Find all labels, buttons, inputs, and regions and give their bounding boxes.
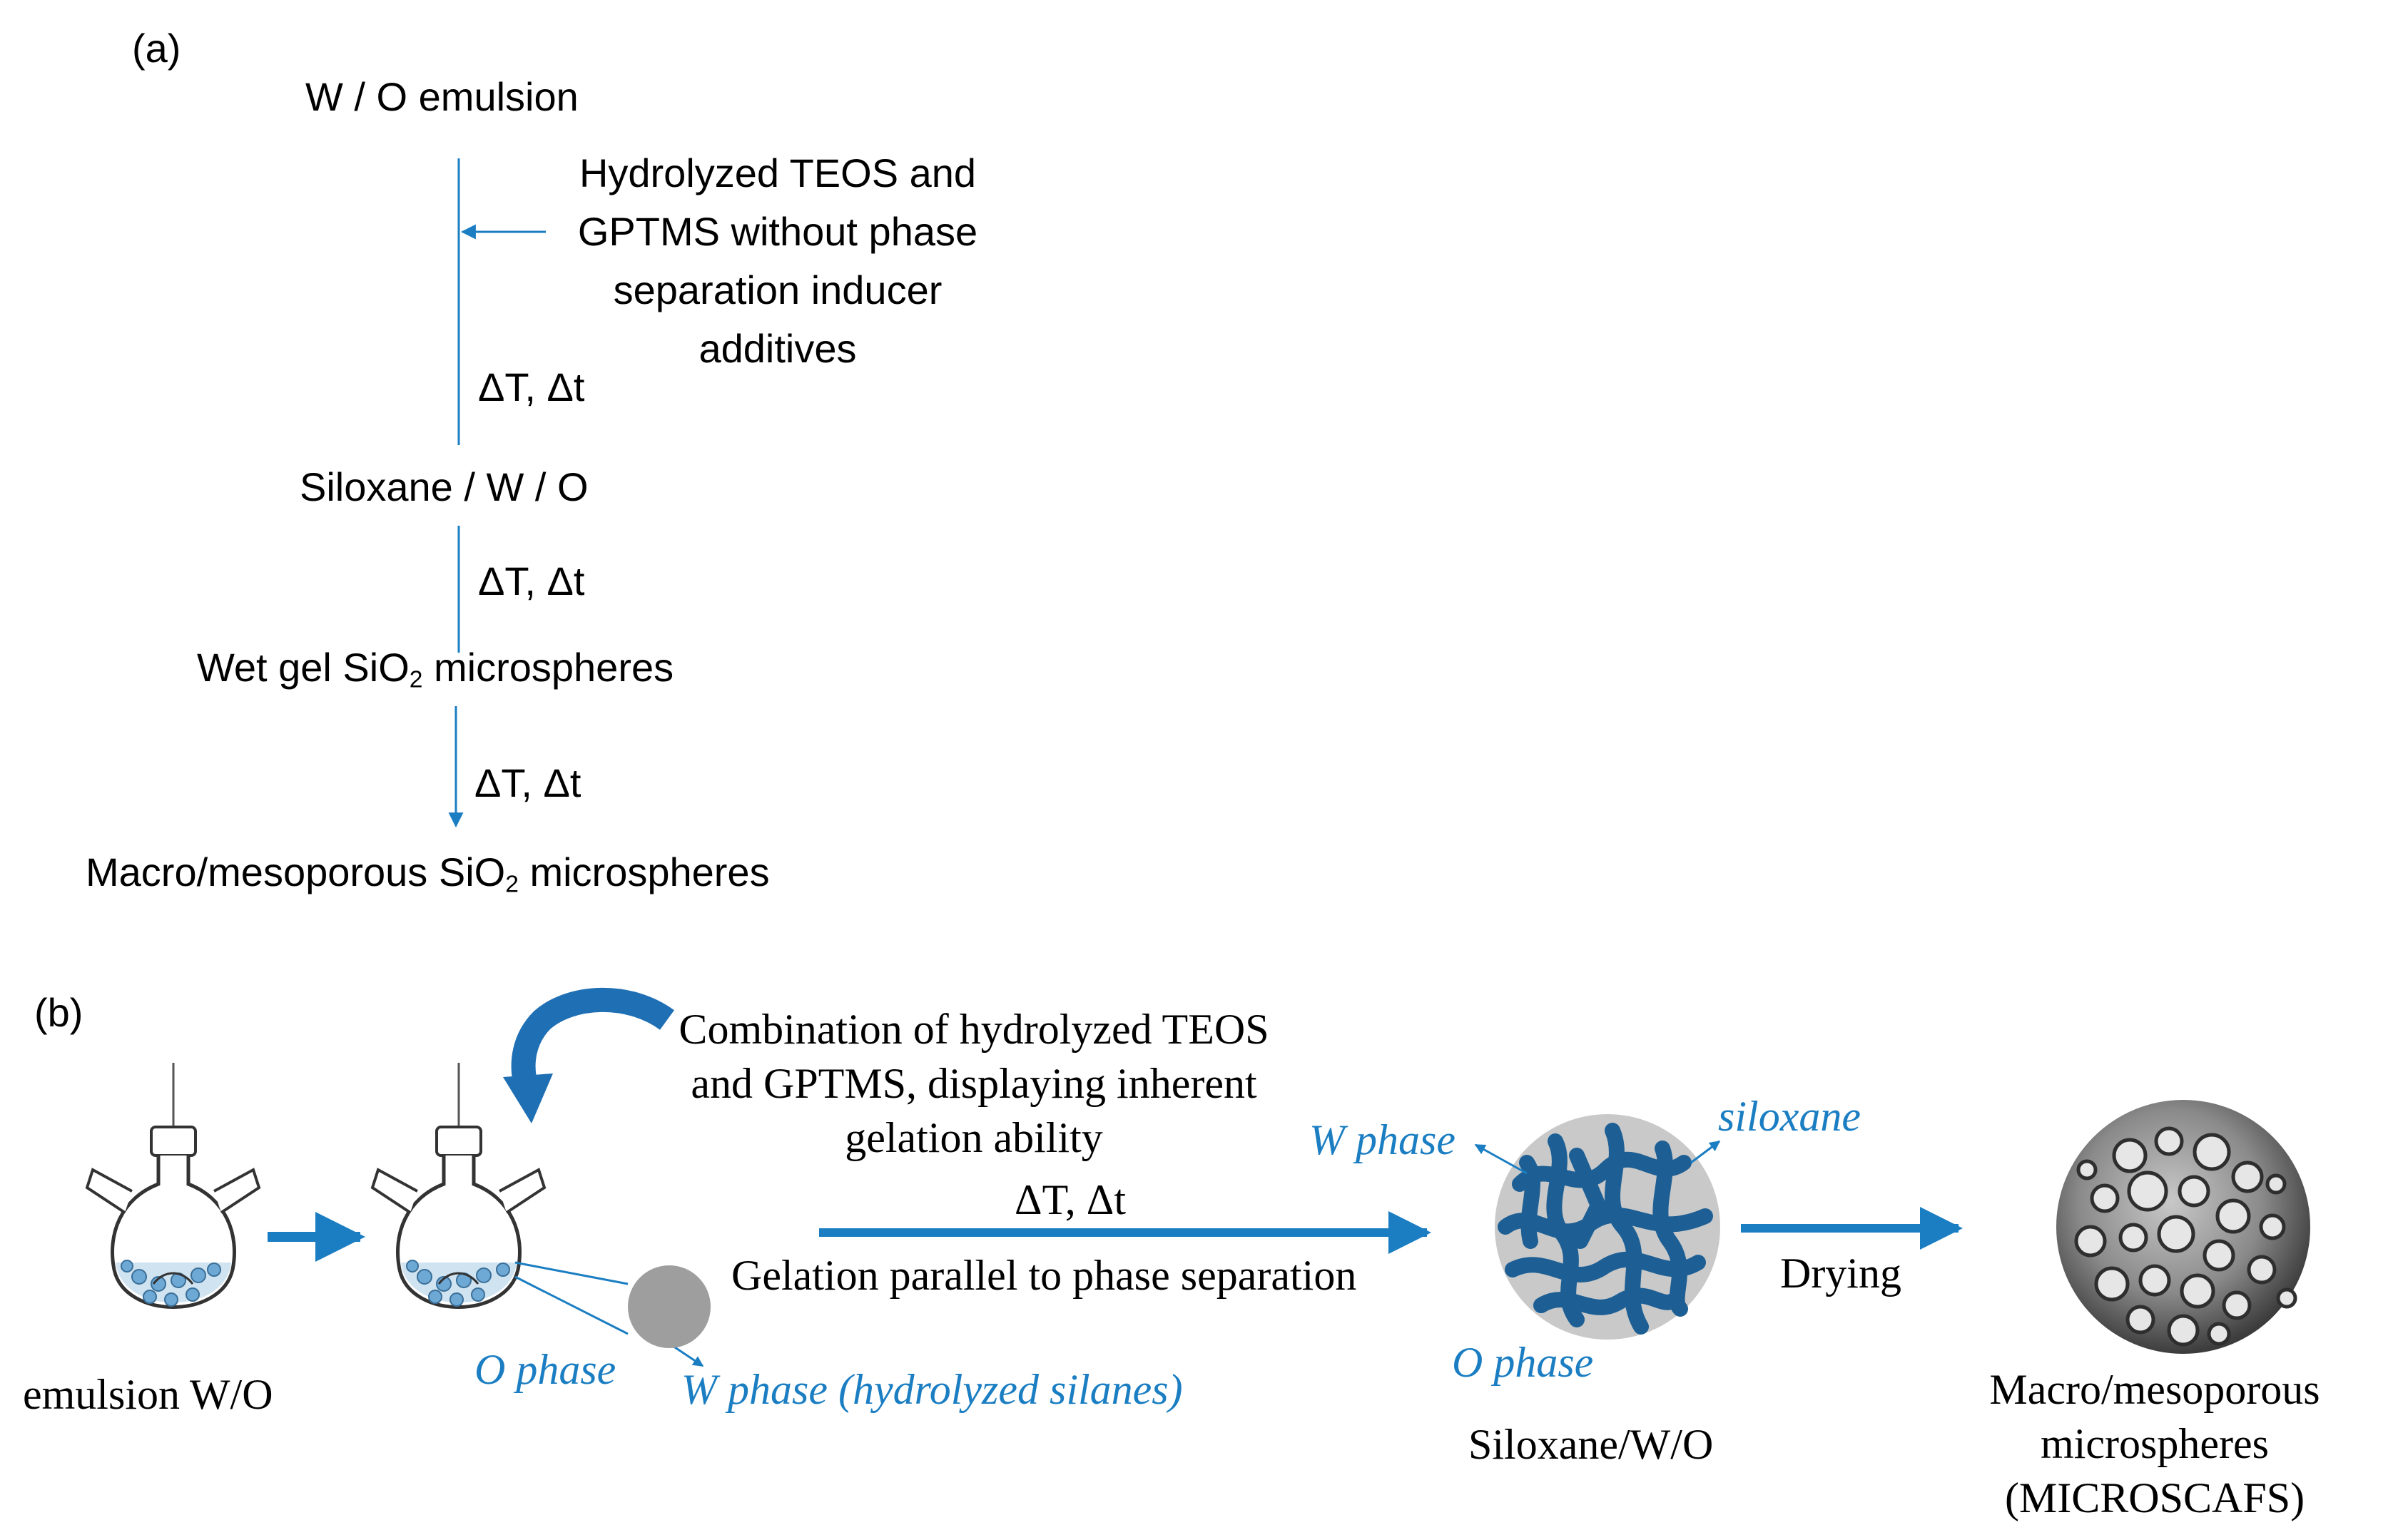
addition-text: Combination of hydrolyzed TEOS and GPTMS… xyxy=(679,1006,1269,1161)
drying-label: Drying xyxy=(1780,1250,1901,1297)
flow-line-a xyxy=(448,158,546,828)
condition-1: ΔT, Δt xyxy=(478,364,585,409)
panel-a-label: (a) xyxy=(132,26,181,71)
zoom-line-lower xyxy=(514,1275,629,1335)
o-phase-label: O phase xyxy=(474,1346,616,1393)
step-macro-subscript: 2 xyxy=(505,871,519,898)
curved-addition-arrow xyxy=(511,987,674,1091)
sphere-caption: Siloxane/W/O xyxy=(1468,1421,1714,1468)
process-condition: ΔT, Δt xyxy=(1015,1176,1127,1223)
side-input-text: Hydrolyzed TEOS and GPTMS without phase … xyxy=(577,151,978,371)
step-macro-mesoporous: Macro/mesoporous SiO2 microspheres xyxy=(86,852,770,897)
sphere-o-phase-label: O phase xyxy=(1452,1339,1594,1386)
step-wet-gel-subscript: 2 xyxy=(409,666,423,693)
step-wet-gel-prefix: Wet gel SiO xyxy=(197,645,410,690)
step-siloxane-w-o: Siloxane / W / O xyxy=(300,464,589,509)
step-macro-prefix: Macro/mesoporous SiO xyxy=(86,850,506,894)
step-w-o-emulsion: W / O emulsion xyxy=(305,74,579,119)
zoom-line-upper xyxy=(514,1261,629,1285)
emulsion-caption: emulsion W/O xyxy=(23,1371,273,1418)
process-text: Gelation parallel to phase separation xyxy=(731,1252,1357,1299)
step-wet-gel: Wet gel SiO2 microspheres xyxy=(197,648,674,692)
siloxane-pointer xyxy=(1690,1140,1721,1164)
w-phase-label: W phase (hydrolyzed silanes) xyxy=(681,1366,1183,1413)
w-phase-pointer-sphere xyxy=(1474,1143,1528,1175)
final-caption: Macro/mesoporous microspheres (MICROSCAF… xyxy=(1989,1366,2320,1521)
curved-arrow-head xyxy=(503,1073,553,1123)
grey-droplet xyxy=(628,1265,711,1348)
panel-b-label: (b) xyxy=(34,990,83,1035)
sphere-siloxane-label: siloxane xyxy=(1718,1093,1861,1140)
condition-3: ΔT, Δt xyxy=(474,760,581,805)
sphere-w-phase-label: W phase xyxy=(1309,1116,1456,1163)
condition-2: ΔT, Δt xyxy=(478,559,585,603)
step-macro-suffix: microspheres xyxy=(518,850,770,894)
siloxane-sphere-icon xyxy=(1495,1114,1720,1340)
flask-with-silanes-icon xyxy=(370,1063,547,1309)
porous-microsphere-icon xyxy=(2056,1100,2310,1354)
flask-emulsion-icon xyxy=(85,1063,261,1309)
step-wet-gel-suffix: microspheres xyxy=(422,645,674,690)
